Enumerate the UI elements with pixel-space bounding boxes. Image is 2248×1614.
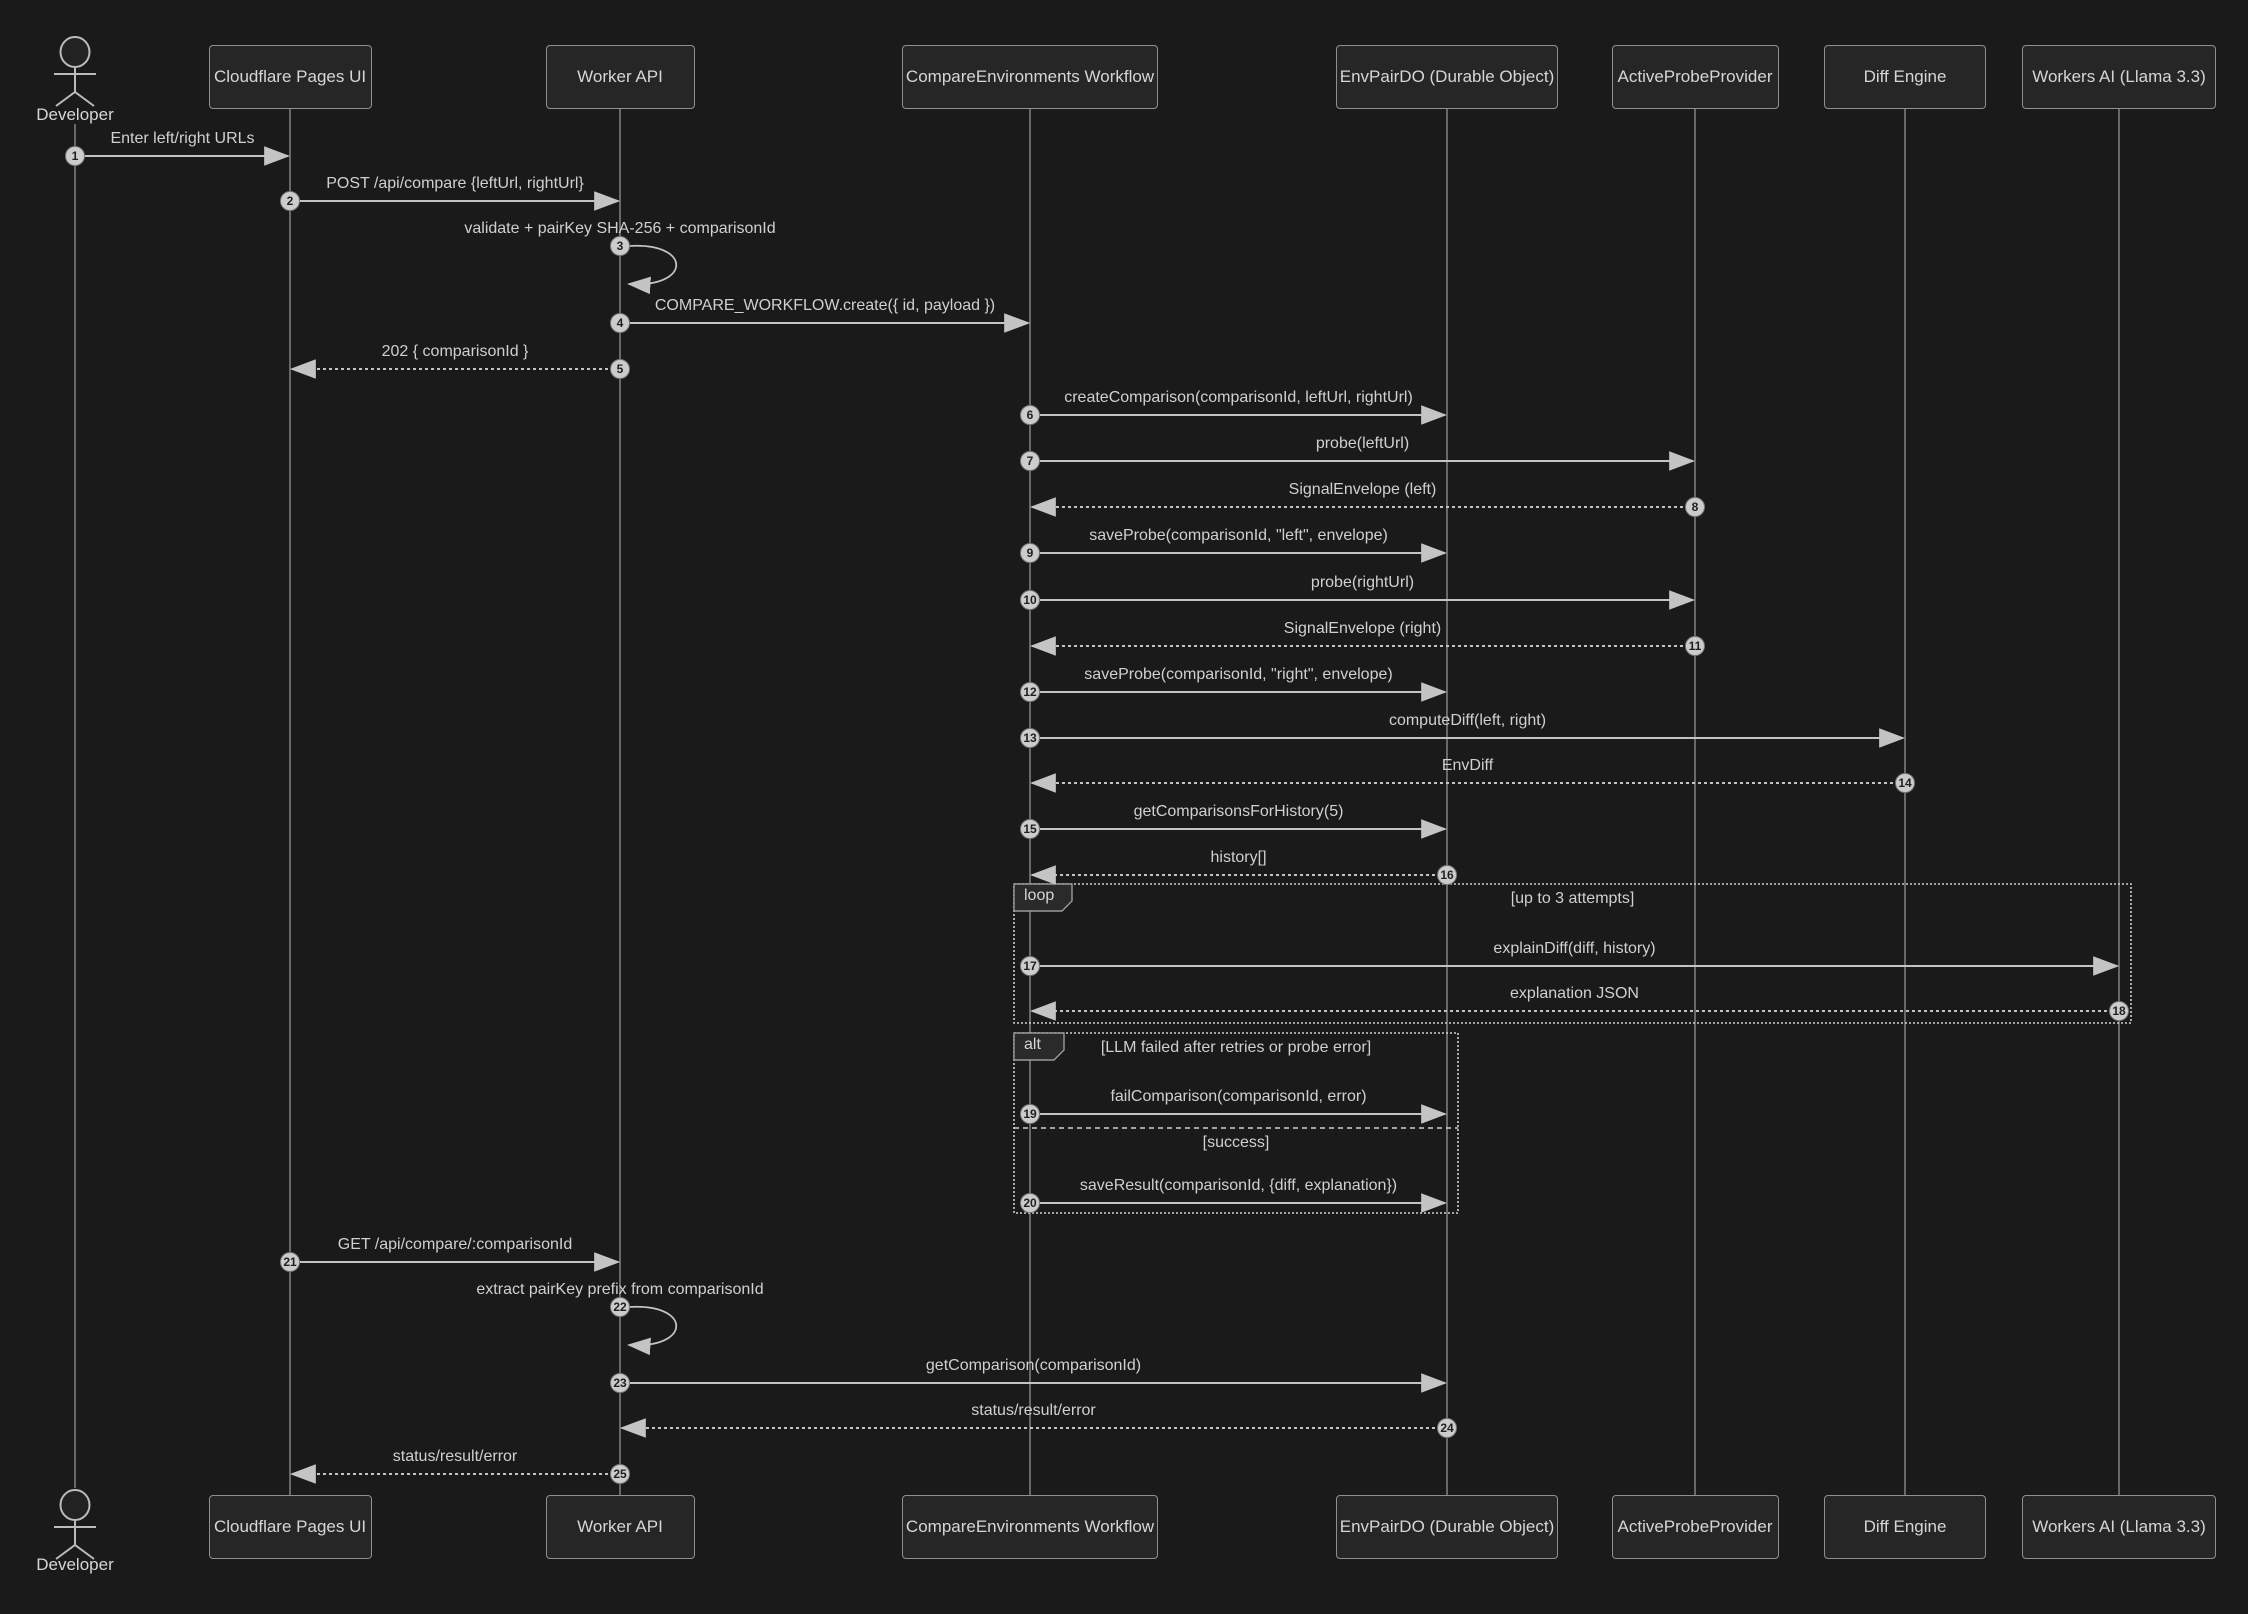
participant-bottom-diff-engine: Diff Engine xyxy=(1824,1495,1986,1559)
message-number: 11 xyxy=(1685,636,1705,656)
message-label: status/result/error xyxy=(971,1401,1096,1419)
loop-label-tab xyxy=(1013,883,1073,912)
message-label: Enter left/right URLs xyxy=(110,129,255,147)
message-number: 20 xyxy=(1020,1193,1040,1213)
message-number: 3 xyxy=(610,236,630,256)
message-label: computeDiff(left, right) xyxy=(1388,711,1547,729)
alt-frame xyxy=(1013,1032,1459,1214)
participant-bottom-worker-api: Worker API xyxy=(545,1495,695,1559)
self-message-arrow xyxy=(627,1305,678,1356)
participant-bottom-envpairdo-durable-object: EnvPairDO (Durable Object) xyxy=(1336,1495,1558,1559)
message-label: GET /api/compare/:comparisonId xyxy=(337,1235,573,1253)
alt-divider-condition: [success] xyxy=(1202,1134,1270,1151)
message-label: extract pairKey prefix from comparisonId xyxy=(476,1280,764,1298)
message-label: SignalEnvelope (left) xyxy=(1288,480,1437,498)
message-label: probe(rightUrl) xyxy=(1310,573,1415,591)
message-number: 5 xyxy=(610,359,630,379)
message-number: 15 xyxy=(1020,819,1040,839)
message-number: 4 xyxy=(610,313,630,333)
message-number: 9 xyxy=(1020,543,1040,563)
self-message-arrow xyxy=(627,244,678,295)
participant-top-workers-ai-llama: Workers AI (Llama 3.3) xyxy=(2022,45,2216,109)
message-label: saveResult(comparisonId, {diff, explanat… xyxy=(1079,1176,1398,1194)
message-label: failComparison(comparisonId, error) xyxy=(1110,1087,1367,1105)
message-number: 1 xyxy=(65,146,85,166)
developer-actor-top-icon-legs xyxy=(55,90,95,107)
message-label: getComparison(comparisonId) xyxy=(925,1356,1142,1374)
message-label: explanation JSON xyxy=(1510,984,1639,1002)
message-number: 22 xyxy=(610,1297,630,1317)
alt-tab-text: alt xyxy=(1024,1036,1041,1053)
developer-label-top: Developer xyxy=(36,105,114,124)
participant-top-compare-environments-workflow: CompareEnvironments Workflow xyxy=(902,45,1158,109)
alt-condition: [LLM failed after retries or probe error… xyxy=(1100,1039,1372,1056)
message-label: 202 { comparisonId } xyxy=(381,342,529,360)
message-number: 2 xyxy=(280,191,300,211)
loop-condition: [up to 3 attempts] xyxy=(1510,890,1635,907)
participant-bottom-cloudflare-pages-ui: Cloudflare Pages UI xyxy=(208,1495,372,1559)
developer-actor-top-icon-head xyxy=(59,36,91,68)
message-label: getComparisonsForHistory(5) xyxy=(1133,802,1344,820)
participant-top-worker-api: Worker API xyxy=(545,45,695,109)
message-number: 7 xyxy=(1020,451,1040,471)
message-number: 8 xyxy=(1685,497,1705,517)
message-label: explainDiff(diff, history) xyxy=(1493,939,1656,957)
message-number: 16 xyxy=(1437,865,1457,885)
message-label: validate + pairKey SHA-256 + comparisonI… xyxy=(464,219,776,237)
message-number: 17 xyxy=(1020,956,1040,976)
participant-bottom-active-probe-provider: ActiveProbeProvider xyxy=(1611,1495,1779,1559)
participant-top-cloudflare-pages-ui: Cloudflare Pages UI xyxy=(208,45,372,109)
message-number: 25 xyxy=(610,1464,630,1484)
message-number: 24 xyxy=(1437,1418,1457,1438)
participant-top-envpairdo-durable-object: EnvPairDO (Durable Object) xyxy=(1336,45,1558,109)
message-label: POST /api/compare {leftUrl, rightUrl} xyxy=(326,174,584,192)
message-number: 10 xyxy=(1020,590,1040,610)
message-number: 21 xyxy=(280,1252,300,1272)
message-number: 19 xyxy=(1020,1104,1040,1124)
message-number: 6 xyxy=(1020,405,1040,425)
message-label: EnvDiff xyxy=(1441,756,1494,774)
message-number: 23 xyxy=(610,1373,630,1393)
participant-bottom-workers-ai-llama: Workers AI (Llama 3.3) xyxy=(2022,1495,2216,1559)
developer-actor-bottom-icon-head xyxy=(59,1489,91,1521)
participant-top-active-probe-provider: ActiveProbeProvider xyxy=(1611,45,1779,109)
message-label: status/result/error xyxy=(392,1447,518,1465)
message-number: 14 xyxy=(1895,773,1915,793)
alt-label-tab xyxy=(1013,1032,1065,1061)
message-label: history[] xyxy=(1210,848,1267,866)
developer-actor-bottom-icon-legs xyxy=(55,1543,95,1560)
message-number: 12 xyxy=(1020,682,1040,702)
message-number: 13 xyxy=(1020,728,1040,748)
message-label: saveProbe(comparisonId, "left", envelope… xyxy=(1089,526,1388,544)
message-number: 18 xyxy=(2109,1001,2129,1021)
message-label: probe(leftUrl) xyxy=(1315,434,1410,452)
participant-bottom-compare-environments-workflow: CompareEnvironments Workflow xyxy=(902,1495,1158,1559)
message-label: saveProbe(comparisonId, "right", envelop… xyxy=(1084,665,1393,683)
message-label: createComparison(comparisonId, leftUrl, … xyxy=(1064,388,1413,406)
message-label: SignalEnvelope (right) xyxy=(1283,619,1442,637)
message-label: COMPARE_WORKFLOW.create({ id, payload }) xyxy=(654,296,996,314)
developer-label-bottom: Developer xyxy=(36,1555,114,1574)
loop-tab-text: loop xyxy=(1024,887,1055,904)
participant-top-diff-engine: Diff Engine xyxy=(1824,45,1986,109)
